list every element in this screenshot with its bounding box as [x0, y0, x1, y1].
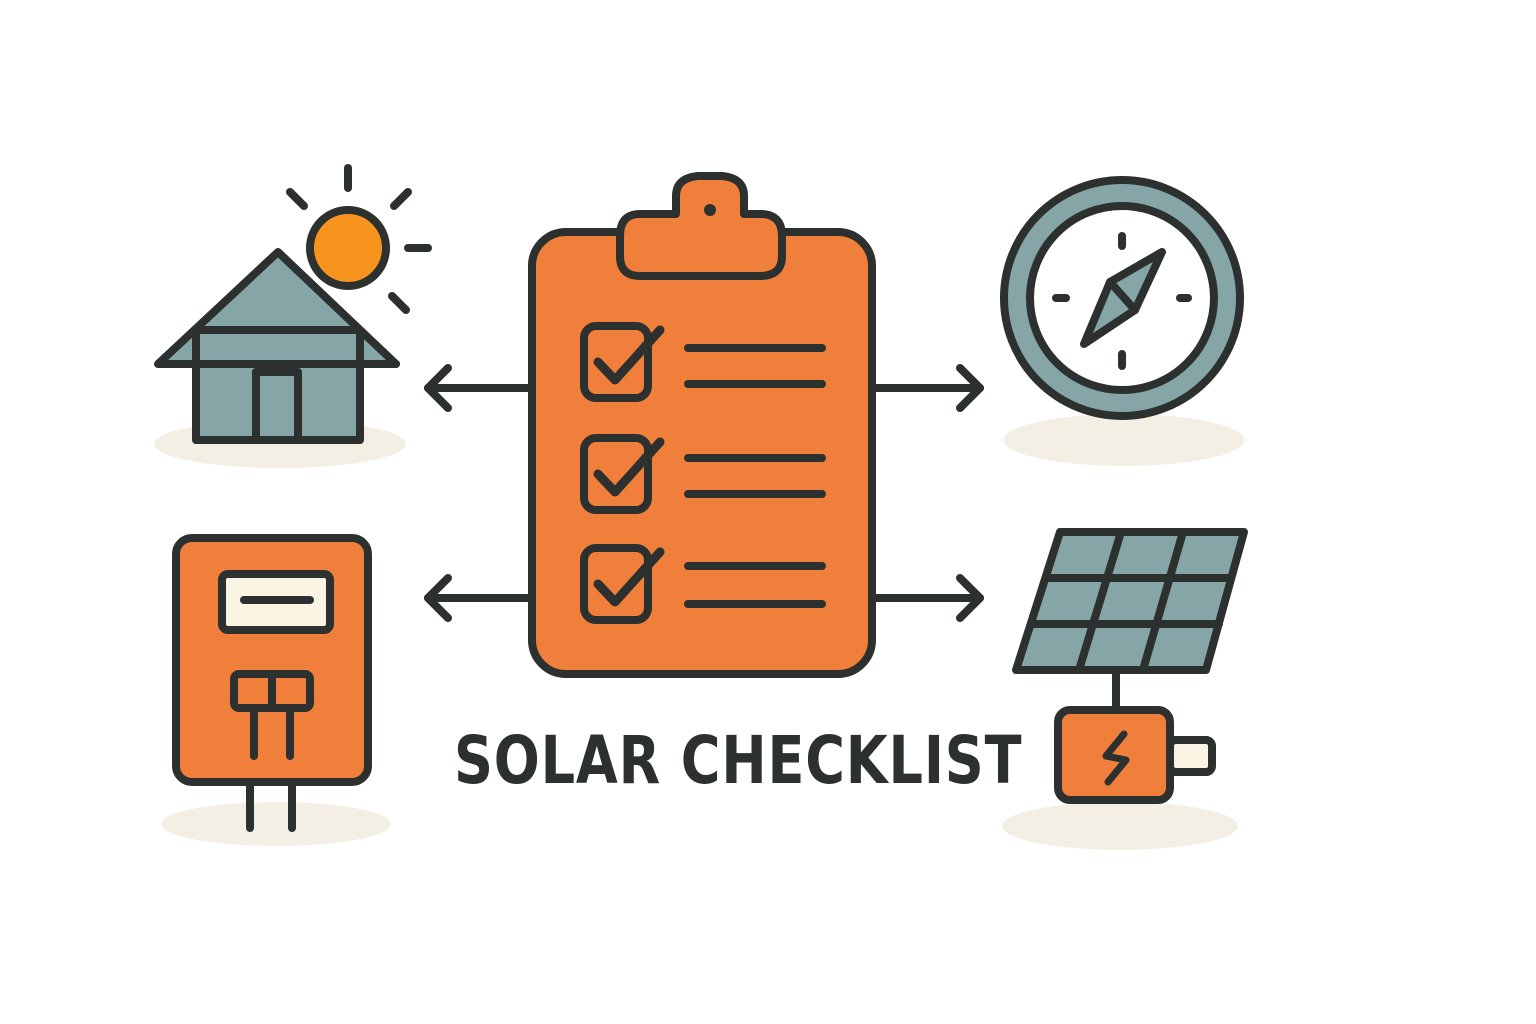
house-door	[252, 368, 302, 444]
checklist-item-3	[580, 544, 826, 624]
arrow-to-solar-panel	[868, 574, 984, 622]
compass-icon	[1000, 176, 1244, 420]
diagram-title: SOLAR CHECKLIST	[454, 722, 1023, 799]
check-mark	[593, 547, 665, 607]
connector-arrows	[424, 364, 984, 622]
compass-ticks	[1052, 232, 1192, 370]
checklist-item-1	[580, 322, 826, 402]
ground-shadows	[154, 414, 1244, 850]
checklist-item-2	[580, 434, 826, 514]
solar-panel-battery-icon	[1012, 528, 1248, 804]
solar-panel-grid	[1030, 528, 1235, 674]
meter-shadow	[161, 802, 391, 846]
arrow-to-house	[424, 364, 536, 412]
battery-shadow	[1002, 802, 1238, 850]
check-mark	[593, 437, 665, 497]
check-mark	[593, 325, 665, 385]
sun	[306, 206, 390, 290]
clipboard-clip	[616, 172, 786, 280]
compass-needle-split	[1106, 278, 1139, 314]
clipboard-checklist-icon	[528, 172, 876, 678]
electric-meter-icon	[172, 534, 372, 832]
house-with-sun-icon	[154, 164, 432, 444]
checkbox	[580, 544, 652, 624]
checkbox	[580, 434, 652, 514]
checkbox	[580, 322, 652, 402]
arrow-to-compass	[868, 364, 984, 412]
arrow-to-meter	[424, 574, 536, 622]
clipboard-clip-hole	[704, 204, 716, 216]
compass-shadow	[1004, 414, 1244, 466]
solar-panel	[1012, 528, 1248, 674]
sun-rays	[286, 164, 432, 314]
battery-terminal	[1166, 736, 1216, 776]
lightning-bolt-icon	[1102, 730, 1130, 786]
